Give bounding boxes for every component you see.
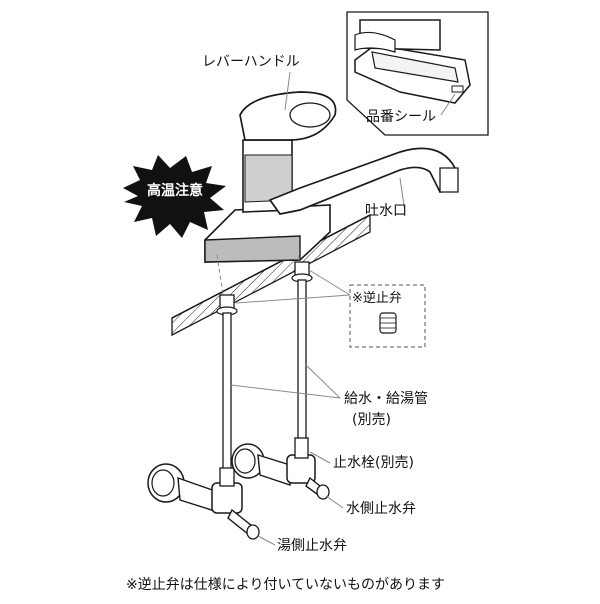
hot-side-stop-valve-label: 湯側止水弁 bbox=[277, 537, 347, 554]
check-valve-label: ※逆止弁 bbox=[352, 290, 402, 306]
caution-hot-label: 高温注意 bbox=[147, 182, 203, 199]
spout-label: 吐水口 bbox=[365, 203, 407, 219]
check-valve-icon bbox=[380, 313, 396, 333]
cold-supply-pipe bbox=[298, 280, 306, 440]
hot-supply-pipe bbox=[223, 313, 231, 483]
check-valve-callout: ※逆止弁 bbox=[350, 285, 425, 347]
stop-valve-cold bbox=[232, 438, 329, 499]
spout bbox=[270, 148, 455, 214]
caution-hot-badge: 高温注意 bbox=[123, 155, 226, 238]
water-side-stop-valve-label: 水側止水弁 bbox=[346, 501, 416, 517]
inset-seal bbox=[452, 86, 463, 92]
supply-pipe-label: 給水・給湯管 bbox=[344, 390, 428, 407]
spout-outlet bbox=[440, 168, 458, 192]
faucet-base-front bbox=[205, 236, 300, 262]
hot-side-valve-knob bbox=[247, 525, 259, 539]
supply-pipe-sold-separately: (別売) bbox=[352, 412, 391, 428]
stop-valve-label: 止水栓(別売) bbox=[333, 455, 414, 471]
part-number-seal-label: 品番シール bbox=[366, 109, 436, 125]
footnote: ※逆止弁は仕様により付いていないものがあります bbox=[126, 577, 445, 593]
inset-detail-box: 品番シール bbox=[347, 12, 488, 135]
lever-handle-label: レバーハンドル bbox=[202, 54, 300, 70]
